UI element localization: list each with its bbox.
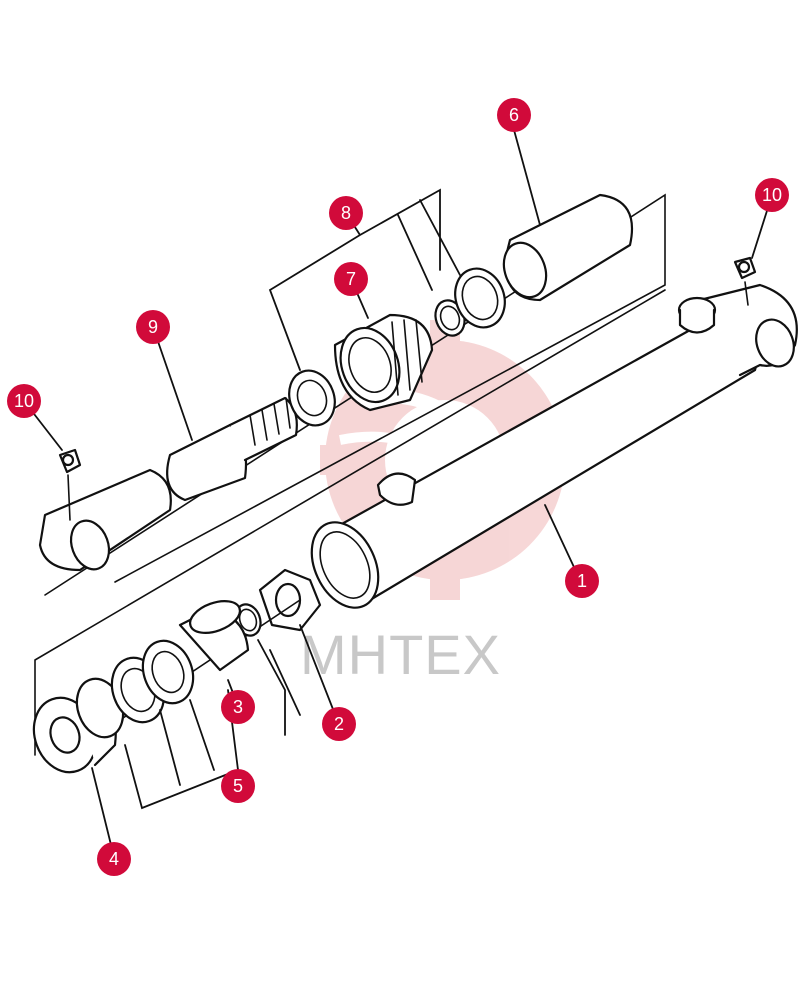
callout-marker [329,196,363,230]
callout-5: 5 [221,769,255,803]
grease-fitting-right [733,256,757,306]
callout-marker [565,564,599,598]
callout-marker [97,842,131,876]
leader-lines [23,129,773,858]
callout-label: 4 [109,849,119,869]
callout-label: 2 [334,714,344,734]
callout-label: 1 [577,571,587,591]
watermark-text: MHTEX [300,623,501,686]
callout-9: 9 [136,310,170,344]
callout-8: 8 [329,196,363,230]
callout-marker [7,384,41,418]
callout-marker [497,98,531,132]
callout-label: 6 [509,105,519,125]
callout-4: 4 [97,842,131,876]
callout-7: 7 [334,262,368,296]
seal-stack [75,600,250,739]
callout-6: 6 [497,98,531,132]
seal-set [288,267,506,427]
callout-10-left: 10 [7,384,41,418]
callout-marker [755,178,789,212]
callout-2: 2 [322,707,356,741]
callout-10-right: 10 [755,178,789,212]
cylinder-barrel [310,283,798,609]
callout-marker [136,310,170,344]
callout-marker [334,262,368,296]
piston-rod [38,396,298,572]
callout-label: 3 [233,697,243,717]
callout-marker [221,769,255,803]
sleeve [502,193,634,302]
callout-label: 10 [762,185,782,205]
callout-label: 7 [346,269,356,289]
callout-label: 10 [14,391,34,411]
callout-marker [322,707,356,741]
callout-3: 3 [221,690,255,724]
callout-label: 9 [148,317,158,337]
callout-label: 5 [233,776,243,796]
callout-marker [221,690,255,724]
grease-fitting-left [58,448,82,521]
callout-1: 1 [565,564,599,598]
callout-label: 8 [341,203,351,223]
gland [333,313,434,412]
